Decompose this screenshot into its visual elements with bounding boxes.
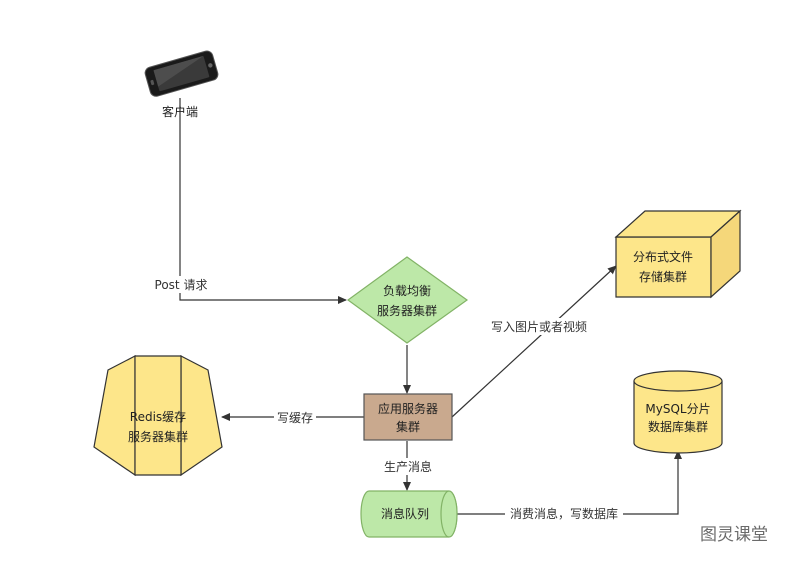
redis-front-face: [134, 355, 182, 476]
load-balancer-label-line1: 负载均衡: [383, 284, 431, 298]
label-write-cache: 写缓存: [277, 411, 313, 425]
load-balancer-shape: [346, 256, 469, 344]
edge-post-request: [179, 98, 347, 304]
edge-write-image: [451, 265, 617, 418]
app-server-label-line1: 应用服务器: [378, 401, 438, 416]
label-consume-message: 消费消息，写数据库: [510, 506, 618, 521]
mysql-cylinder-top: [633, 370, 723, 392]
redis-right-face: [180, 355, 223, 477]
mysql-label-line2: 数据库集群: [648, 419, 708, 434]
file-storage-label-line1: 分布式文件: [633, 249, 693, 264]
load-balancer-node: 负载均衡 服务器集群: [346, 256, 469, 344]
label-post-request: Post 请求: [155, 278, 208, 292]
redis-node: Redis缓存 服务器集群: [93, 355, 223, 477]
file-storage-side-face: [710, 209, 741, 299]
mysql-label-line1: MySQL分片: [645, 402, 710, 416]
client-label: 客户端: [162, 104, 198, 119]
app-server-label-line2: 集群: [396, 419, 420, 434]
redis-label-line2: 服务器集群: [128, 429, 188, 444]
message-queue-label: 消息队列: [381, 506, 429, 521]
app-server-shape: [363, 393, 453, 441]
mysql-node: MySQL分片 数据库集群: [633, 370, 723, 454]
file-storage-node: 分布式文件 存储集群: [614, 209, 742, 299]
watermark: 图灵课堂: [700, 525, 768, 545]
app-server-node: 应用服务器 集群: [363, 393, 453, 441]
load-balancer-label-line2: 服务器集群: [377, 303, 437, 318]
mysql-cylinder-body: [633, 381, 723, 454]
label-produce-message: 生产消息: [384, 459, 432, 474]
message-queue-end: [440, 490, 458, 538]
file-storage-label-line2: 存储集群: [639, 269, 687, 284]
client-node: 客户端: [144, 50, 219, 119]
label-write-image: 写入图片或者视频: [491, 319, 587, 334]
edge-consume-message: [455, 450, 682, 515]
smartphone-icon: [144, 50, 219, 97]
file-storage-front-face: [615, 236, 712, 298]
redis-label-line1: Redis缓存: [130, 410, 186, 424]
message-queue-node: 消息队列: [360, 490, 458, 538]
